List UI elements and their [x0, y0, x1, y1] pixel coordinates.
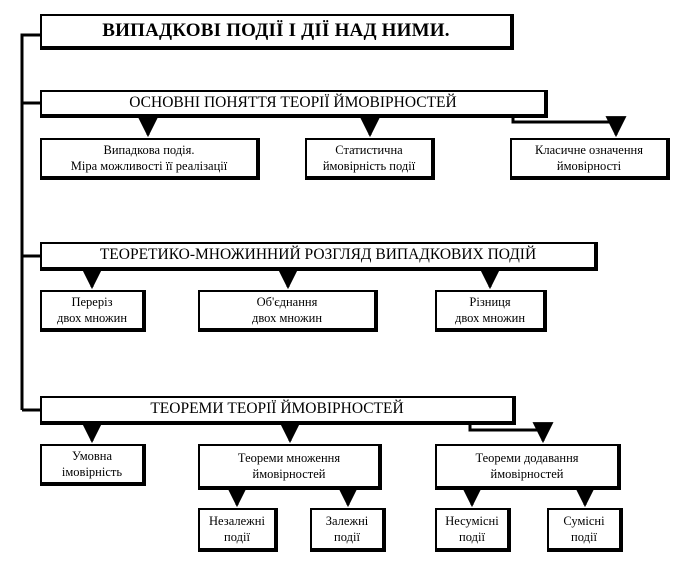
node-union: Об'єднання двох множин [198, 290, 378, 332]
node-incompatible-events: Несумісні події [435, 508, 511, 552]
trunk-line [20, 33, 40, 410]
node-independent-events: Незалежні події [198, 508, 278, 552]
arrow-s3-c3 [468, 422, 554, 444]
node-addition-theorems: Теореми додавання ймовірностей [435, 444, 621, 490]
node-statistical-probability: Статистична ймовірність події [305, 138, 435, 180]
node-difference: Різниця двох множин [435, 290, 547, 332]
node-random-event: Випадкова подія. Міра можливості її реал… [40, 138, 260, 180]
node-multiplication-theorems: Теореми множення ймовірностей [198, 444, 382, 490]
node-dependent-events: Залежні події [310, 508, 386, 552]
node-classical-definition: Класичне означення ймовірності [510, 138, 670, 180]
arrow-s1-c3 [511, 116, 627, 138]
section-theorems: ТЕОРЕМИ ТЕОРІЇ ЙМОВІРНОСТЕЙ [40, 396, 516, 425]
node-conditional-probability: Умовна імовірність [40, 444, 146, 486]
section-basic-concepts: ОСНОВНІ ПОНЯТТЯ ТЕОРІЇ ЙМОВІРНОСТЕЙ [40, 90, 548, 118]
section-label: ТЕОРЕМИ ТЕОРІЇ ЙМОВІРНОСТЕЙ [150, 400, 404, 418]
node-compatible-events: Сумісні події [547, 508, 623, 552]
diagram-title: ВИПАДКОВІ ПОДІЇ І ДІЇ НАД НИМИ. [40, 14, 514, 50]
section-label: ОСНОВНІ ПОНЯТТЯ ТЕОРІЇ ЙМОВІРНОСТЕЙ [129, 93, 457, 111]
section-set-theory: ТЕОРЕТИКО-МНОЖИННИЙ РОЗГЛЯД ВИПАДКОВИХ П… [40, 242, 598, 271]
node-intersection: Переріз двох множин [40, 290, 146, 332]
section-label: ТЕОРЕТИКО-МНОЖИННИЙ РОЗГЛЯД ВИПАДКОВИХ П… [99, 246, 537, 264]
